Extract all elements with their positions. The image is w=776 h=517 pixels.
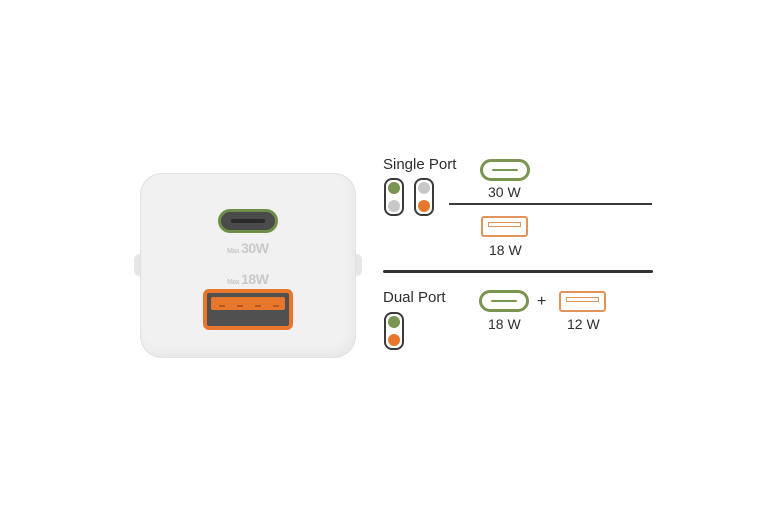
led-indicator-icon <box>414 178 434 216</box>
charger-usb-c-port <box>218 209 278 233</box>
led-indicator-icon <box>384 178 404 216</box>
charger-body <box>140 173 356 358</box>
charger-left-pin <box>134 254 144 276</box>
charger-right-pin <box>352 254 362 276</box>
single-usb-c-watt: 30 W <box>488 184 521 200</box>
dual-usb-c-watt: 18 W <box>488 316 521 332</box>
plus-sign: + <box>537 293 547 310</box>
single-port-heading: Single Port <box>383 156 457 173</box>
dual-port-heading: Dual Port <box>383 289 446 306</box>
dual-usb-a-watt: 12 W <box>567 316 600 332</box>
led-indicator-icon <box>384 312 404 350</box>
charger-usb-a-port <box>203 289 293 330</box>
usb-c-port-icon <box>480 159 530 181</box>
usb-a-port-icon <box>559 291 606 312</box>
section-divider <box>383 270 653 273</box>
usb-c-port-icon <box>479 290 529 312</box>
single-port-divider <box>449 203 652 205</box>
single-usb-a-watt: 18 W <box>489 242 522 258</box>
usb-a-port-icon <box>481 216 528 237</box>
